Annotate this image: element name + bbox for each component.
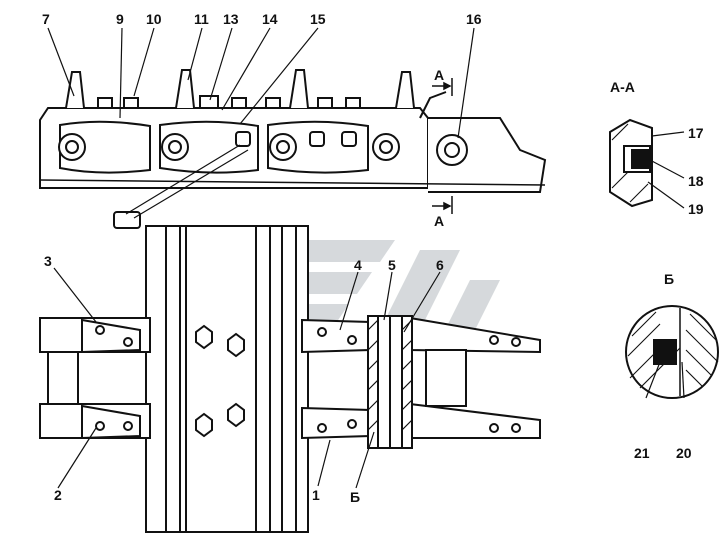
callout-1: 1 (312, 487, 320, 503)
track-plan-view (39, 225, 541, 533)
callout-13: 13 (223, 11, 239, 27)
callout-6: 6 (436, 257, 444, 273)
callout-4: 4 (354, 257, 362, 273)
callout-11: 11 (194, 11, 209, 27)
detail-title-b: Б (664, 271, 674, 287)
callout-14: 14 (262, 11, 278, 27)
callout-15: 15 (310, 11, 326, 27)
callout-3: 3 (44, 253, 52, 269)
detail-b (625, 305, 719, 399)
callout-21: 21 (634, 445, 650, 461)
callout-20: 20 (676, 445, 692, 461)
callout-10: 10 (146, 11, 162, 27)
callout-7: 7 (42, 11, 50, 27)
pin-section (367, 315, 413, 449)
callout-5: 5 (388, 257, 396, 273)
leader-lines-bottom (53, 267, 441, 489)
leader-lines-top (47, 27, 475, 219)
callout-19: 19 (688, 201, 704, 217)
section-labels: А А Б А-А Б (350, 67, 674, 505)
callout-16: 16 (466, 11, 482, 27)
track-side-view (39, 69, 547, 229)
callout-17: 17 (688, 125, 704, 141)
detail-a-a (609, 118, 685, 209)
section-arrows-a (432, 78, 453, 214)
section-mark-a-bottom: А (434, 213, 444, 229)
section-mark-b: Б (350, 489, 360, 505)
callout-9: 9 (116, 11, 124, 27)
callout-numbers: 7 9 10 11 13 14 15 16 17 18 19 3 4 5 6 2… (42, 11, 704, 503)
callout-2: 2 (54, 487, 62, 503)
detail-title-a-a: А-А (610, 79, 635, 95)
callout-18: 18 (688, 173, 704, 189)
section-mark-a-top: А (434, 67, 444, 83)
